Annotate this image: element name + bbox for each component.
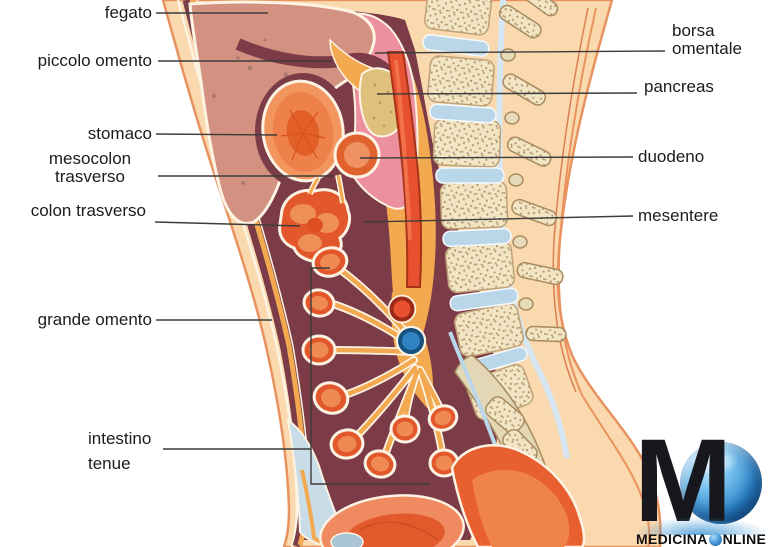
rectum	[450, 444, 586, 547]
intervertebral-discs	[422, 34, 528, 376]
label-duodeno: duodeno	[638, 147, 705, 166]
transverse-mesocolon	[307, 174, 346, 204]
pelvic-organ-oval	[330, 532, 364, 547]
vein-cross-section	[395, 325, 427, 357]
label-mesocolon-trasverso: mesocolon trasverso	[25, 150, 155, 185]
label-grande-omento: grande omento	[37, 310, 152, 329]
duodenum	[333, 131, 381, 179]
label-piccolo-omento: piccolo omento	[37, 51, 152, 70]
leader-mesentere	[364, 215, 634, 223]
medicina-online-logo: M MEDICINA NLINE	[634, 422, 768, 547]
artery-cross-section	[387, 294, 417, 324]
label-borsa-omentale: borsa omentale	[672, 22, 742, 57]
label-stomaco: stomaco	[87, 124, 152, 143]
transverse-colon	[278, 188, 352, 263]
leader-duodeno	[359, 156, 634, 159]
brand-word-nline: NLINE	[722, 531, 767, 547]
logo-brand-text: MEDICINA NLINE	[636, 531, 766, 547]
leader-borsa-omentale	[374, 50, 666, 54]
label-intestino-line2: tenue	[88, 454, 131, 473]
label-pancreas: pancreas	[644, 77, 714, 96]
label-fegato: fegato	[104, 3, 152, 22]
logo-glow	[634, 517, 768, 535]
label-mesocolon-line2: trasverso	[55, 166, 125, 186]
bladder	[319, 494, 465, 547]
label-mesentere: mesentere	[638, 206, 719, 225]
leader-lines	[154, 12, 666, 485]
label-borsa-line2: omentale	[672, 38, 742, 58]
label-borsa-line1: borsa	[672, 21, 715, 40]
leader-stomaco	[155, 133, 278, 136]
label-mesocolon-line1: mesocolon	[48, 149, 132, 168]
globe-icon	[680, 442, 762, 524]
stomach	[255, 73, 351, 189]
label-colon-trasverso: colon trasverso	[30, 201, 146, 220]
label-intestino-tenue: intestino tenue	[88, 426, 151, 476]
intestine-bracket	[310, 267, 430, 485]
vertebral-bodies	[424, 0, 534, 421]
leader-pancreas	[376, 92, 638, 95]
aorta	[386, 51, 423, 288]
back-wall-lines	[552, 7, 651, 547]
pelvic-region	[286, 417, 586, 547]
spinous-processes	[498, 0, 567, 343]
globe-o-icon	[708, 532, 722, 546]
brand-word-medicina: MEDICINA	[636, 531, 708, 547]
label-intestino-line1: intestino	[88, 429, 152, 448]
leader-colon-trasverso	[154, 221, 301, 227]
